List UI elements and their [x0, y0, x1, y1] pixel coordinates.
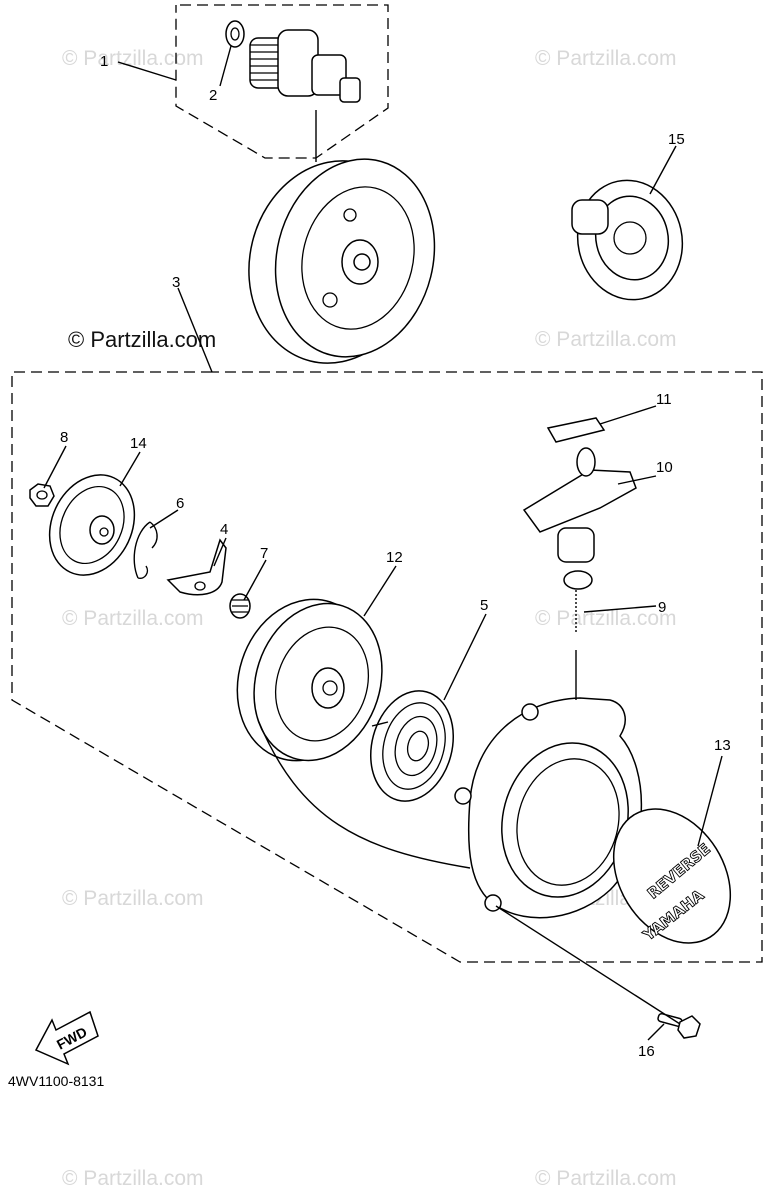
- watermark: © Partzilla.com: [535, 328, 677, 351]
- flange-bolt: [657, 1012, 701, 1039]
- callout-5: 5: [480, 597, 488, 614]
- watermark: © Partzilla.com: [535, 1167, 677, 1190]
- reverse-emblem: REVERSE YAMAHA: [612, 808, 732, 945]
- callout-8: 8: [60, 429, 68, 446]
- callout-4: 4: [220, 521, 228, 538]
- watermark: © Partzilla.com: [62, 607, 204, 630]
- callout-14: 14: [130, 435, 147, 452]
- callout-1: 1: [100, 53, 108, 70]
- callout-6: 6: [176, 495, 184, 512]
- diagram-code: 4WV1100-8131: [8, 1073, 104, 1089]
- washer: [225, 20, 245, 48]
- callout-12: 12: [386, 549, 403, 566]
- callout-10: 10: [656, 459, 673, 476]
- flywheel: [248, 158, 436, 364]
- watermark: © Partzilla.com: [535, 607, 677, 630]
- callout-11: 11: [656, 391, 672, 408]
- callout-9: 9: [658, 599, 666, 616]
- copyright-text: © Partzilla.com: [68, 327, 216, 352]
- starter-clutch: [249, 29, 361, 103]
- group-box-recoil: [11, 371, 763, 963]
- callout-15: 15: [668, 131, 685, 148]
- watermark: © Partzilla.com: [62, 1167, 204, 1190]
- spiral-spring: [369, 690, 455, 802]
- starter-handle: [522, 447, 637, 590]
- fwd-arrow-icon: FWD: [34, 1010, 99, 1066]
- rope-reel: [236, 598, 383, 762]
- recoil-case: [454, 697, 643, 919]
- callout-3: 3: [172, 274, 180, 291]
- pawl-spring: [229, 593, 251, 619]
- callout-16: 16: [638, 1043, 655, 1060]
- drive-cap: [571, 179, 684, 301]
- callout-2: 2: [209, 87, 217, 104]
- callout-7: 7: [260, 545, 268, 562]
- spring-clip: [133, 521, 158, 579]
- starter-rope: [257, 650, 577, 869]
- callout-13: 13: [714, 737, 731, 754]
- watermark: © Partzilla.com: [62, 47, 204, 70]
- nut: [29, 483, 55, 507]
- watermark: © Partzilla.com: [535, 47, 677, 70]
- handle-grip: [546, 417, 606, 443]
- watermark: © Partzilla.com: [62, 887, 204, 910]
- pawl: [166, 538, 227, 596]
- drive-plate: [48, 474, 136, 576]
